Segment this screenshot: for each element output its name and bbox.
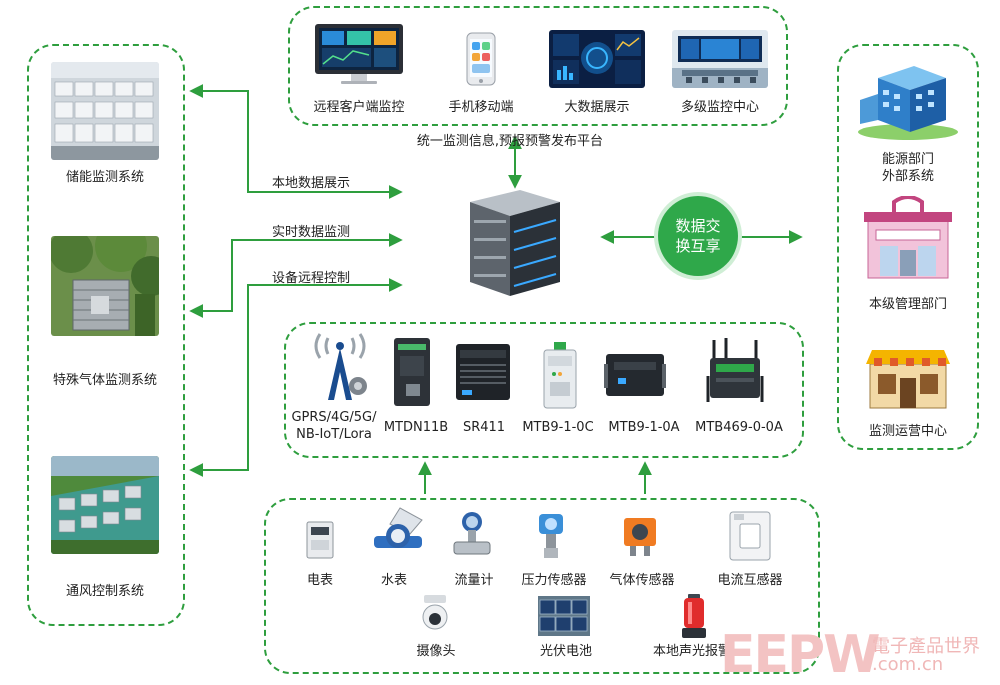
top-item-label: 多级监控中心 xyxy=(680,100,759,115)
left-system-label: 通风控制系统 xyxy=(65,584,144,599)
top-item-label: 大数据展示 xyxy=(564,100,630,115)
current-transformer-icon xyxy=(728,510,772,562)
shop-building-icon xyxy=(862,195,954,284)
router-box-icon xyxy=(454,340,512,404)
solar-panel-icon xyxy=(538,596,590,636)
left-systems-box xyxy=(27,44,185,626)
watermark-line1: 電子產品世界 xyxy=(872,636,980,657)
watermark-logo: EEPW xyxy=(720,625,881,685)
camera-icon xyxy=(420,593,450,635)
gateway-label: GPRS/4G/5G/ xyxy=(291,410,377,425)
store-front-icon xyxy=(866,344,950,410)
gateway-label: NB-IoT/Lora xyxy=(296,427,372,442)
watermark-line2: .com.cn xyxy=(872,654,944,675)
data-exchange-badge: 数据交 换互享 xyxy=(658,196,738,276)
alarm-light-icon xyxy=(680,594,708,640)
flow-label-local-display: 本地数据展示 xyxy=(272,176,351,191)
right-departments-box xyxy=(837,44,979,450)
antenna-tower-icon xyxy=(304,328,376,404)
gateway-label: MTB9-1-0C xyxy=(522,420,594,435)
sensor-label: 电流互感器 xyxy=(717,573,783,588)
left-system-label: 特殊气体监测系统 xyxy=(52,373,157,388)
gateway-label: MTDN11B xyxy=(383,420,449,435)
top-item-label: 远程客户端监控 xyxy=(313,100,405,115)
right-dept-label: 外部系统 xyxy=(881,169,934,184)
control-room-icon xyxy=(672,30,768,88)
pressure-sensor-icon xyxy=(536,512,566,562)
energy-storage-photo xyxy=(51,62,159,160)
top-item-label: 手机移动端 xyxy=(448,100,514,115)
gas-monitor-photo xyxy=(51,236,159,336)
sensor-label: 流量计 xyxy=(454,573,494,588)
sensor-label: 气体传感器 xyxy=(609,573,675,588)
electric-meter-icon xyxy=(305,520,335,560)
left-system-label: 储能监测系统 xyxy=(65,170,144,185)
sensors-box xyxy=(264,498,820,674)
antenna-gateway-icon xyxy=(702,336,768,406)
platform-caption: 统一监测信息,预报预警发布平台 xyxy=(416,134,604,149)
gateway-box-icon xyxy=(604,348,666,402)
sensor-label: 光伏电池 xyxy=(539,644,592,659)
gas-sensor-icon xyxy=(616,512,664,560)
gateway-label: SR411 xyxy=(462,420,506,435)
monitor-dashboard-icon xyxy=(311,22,407,86)
right-dept-label: 能源部门 xyxy=(881,152,934,167)
water-meter-icon xyxy=(370,506,426,560)
big-data-screen-icon xyxy=(549,30,645,88)
top-platform-box xyxy=(288,6,788,126)
sensor-label: 本地声光报警 xyxy=(652,644,731,659)
sensor-label: 压力传感器 xyxy=(521,573,587,588)
gateway-label: MTB9-1-0A xyxy=(608,420,680,435)
flow-label-remote-control: 设备远程控制 xyxy=(272,271,351,286)
din-module-icon xyxy=(540,342,580,412)
din-gateway-icon xyxy=(392,336,434,408)
exchange-line1: 数据交 xyxy=(675,217,721,235)
gateway-label: MTB469-0-0A xyxy=(695,420,783,435)
sensor-label: 水表 xyxy=(380,573,407,588)
exchange-line2: 换互享 xyxy=(675,237,721,255)
ventilation-photo xyxy=(51,456,159,554)
office-building-icon xyxy=(854,58,962,140)
smartphone-icon xyxy=(466,32,496,86)
right-dept-label: 监测运营中心 xyxy=(868,424,947,439)
flow-meter-icon xyxy=(452,510,492,562)
gateways-box xyxy=(284,322,804,458)
server-icon xyxy=(460,188,570,300)
sensor-label: 电表 xyxy=(306,573,333,588)
flow-label-realtime: 实时数据监测 xyxy=(272,225,351,240)
sensor-label: 摄像头 xyxy=(416,644,456,659)
right-dept-label: 本级管理部门 xyxy=(868,297,947,312)
